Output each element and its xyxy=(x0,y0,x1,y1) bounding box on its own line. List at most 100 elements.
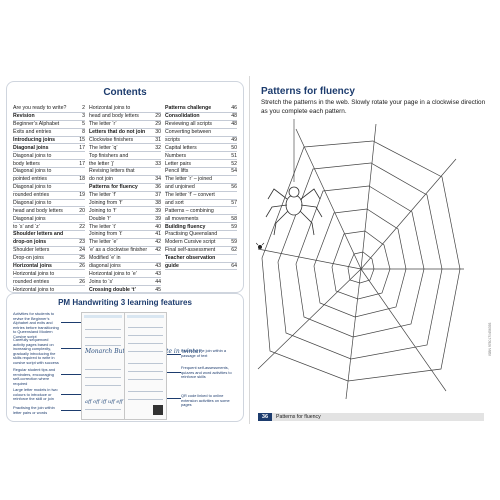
toc-entry-page: 15 xyxy=(79,136,85,143)
toc-entry-label: guide xyxy=(165,262,179,269)
toc-entry-page xyxy=(235,231,237,237)
toc-entry-label: Patterns for fluency xyxy=(89,184,138,191)
toc-entry-page xyxy=(235,176,237,182)
toc-entry-page: 48 xyxy=(231,113,237,120)
toc-entry-label: Are you ready to write? xyxy=(13,105,67,112)
toc-entry-label: Double ‘f’ xyxy=(89,215,111,222)
toc-entry-label: The letter ‘q’ xyxy=(89,144,118,151)
web-ring xyxy=(261,140,461,382)
toc-entry-page: 45 xyxy=(155,286,161,293)
writing-line xyxy=(128,351,163,352)
toc-entry: The letter ‘t’40 xyxy=(89,223,161,231)
toc-entry-page: 46 xyxy=(231,105,237,112)
toc-entry-page: 5 xyxy=(82,121,85,128)
toc-entry-page xyxy=(83,216,85,222)
writing-line xyxy=(85,385,121,386)
toc-entry: Revising letters that xyxy=(89,168,161,176)
toc-entry-label: scripts xyxy=(165,136,180,143)
web-radial xyxy=(360,268,447,392)
toc-entry-label: Converting between xyxy=(165,129,212,136)
toc-entry-label: Pencil lifts xyxy=(165,168,189,175)
toc-entry-page xyxy=(159,105,161,111)
toc-entry-page xyxy=(83,287,85,293)
toc-entry-label: The letter ‘e’ xyxy=(89,239,118,246)
learning-features-title: PM Handwriting 3 learning features xyxy=(58,298,192,307)
toc-entry: The letter ‘r’ – joined xyxy=(165,176,237,184)
toc-entry-label: the letter ‘j’ xyxy=(89,160,115,167)
writing-line xyxy=(85,329,121,330)
page-footer: 36 Patterns for fluency xyxy=(258,413,484,421)
toc-entry-label: to ‘s’ and ‘z’ xyxy=(13,223,40,230)
toc-entry-page: 62 xyxy=(231,247,237,254)
toc-entry-page: 64 xyxy=(231,262,237,269)
sample-page-header xyxy=(127,315,164,318)
toc-entry-label: drop-on joins xyxy=(13,239,47,246)
toc-entry-page: 39 xyxy=(155,207,161,214)
toc-entry: Teacher observation xyxy=(165,255,237,263)
toc-entry-page: 42 xyxy=(155,247,161,254)
toc-entry-page: 30 xyxy=(155,129,161,136)
callout-line xyxy=(165,372,181,373)
toc-entry-label: Letter pairs xyxy=(165,160,191,167)
toc-entry-label: Joining from ‘f’ xyxy=(89,199,123,206)
toc-entry-page: 19 xyxy=(79,192,85,199)
toc-entry-label: Shoulder letters and xyxy=(13,231,64,238)
toc-entry-label: The letter ‘f’ – convert xyxy=(165,192,215,199)
toc-entry-label: Horizontal joins to xyxy=(13,270,55,277)
toc-entry-label: all movements xyxy=(165,215,199,222)
toc-entry-label: The letter ‘t’ xyxy=(89,223,117,230)
toc-entry: Diagonal joins to xyxy=(13,152,85,161)
toc-entry-page: 18 xyxy=(79,176,85,183)
toc-entry-label: ‘e’ as a clockwise finisher xyxy=(89,247,148,254)
feature-note-qr: QR code linked to online extension activ… xyxy=(181,393,230,407)
callout-line xyxy=(61,374,81,375)
writing-line xyxy=(128,391,163,392)
sample-page-right xyxy=(124,312,167,420)
toc-entry: Joining to ‘f’ 39 xyxy=(89,207,161,216)
toc-entry: Joins to ‘s’44 xyxy=(89,278,161,287)
toc-entry-label: Joining to ‘f’ xyxy=(89,207,117,214)
web-ring xyxy=(277,162,443,360)
toc-entry-page: 59 xyxy=(231,239,237,246)
toc-entry-label: Diagonal joins to xyxy=(13,184,52,191)
toc-entry-page: 33 xyxy=(155,160,161,167)
toc-entry: Modified ‘e’ in xyxy=(89,255,161,263)
toc-entry-label: The letter ‘r’ xyxy=(89,121,117,128)
toc-entry-label: Horizontal joins to xyxy=(13,286,55,293)
toc-entry-label: Capital letters xyxy=(165,144,197,151)
writing-line xyxy=(85,369,121,370)
writing-line xyxy=(85,409,121,410)
page-instruction: Stretch the patterns in the web. Slowly … xyxy=(261,99,486,115)
toc-entry-page: 43 xyxy=(155,262,161,269)
toc-entry: Patterns – combining xyxy=(165,207,237,216)
toc-entry: Joining from ‘t’41 xyxy=(89,231,161,239)
toc-entry-label: head and body letters xyxy=(89,113,139,120)
toc-entry-page xyxy=(83,271,85,277)
feature-note-revise: Activities for students to revise the Be… xyxy=(13,311,59,339)
toc-entry-label: Patterns – combining xyxy=(165,207,214,214)
toc-entry-label: Beginner’s Alphabet xyxy=(13,121,60,128)
toc-entry-label: Final self-assessment xyxy=(165,247,216,254)
toc-entry-label: Teacher observation xyxy=(165,255,216,262)
toc-entry-page: 3 xyxy=(82,113,85,120)
toc-entry-page: 43 xyxy=(155,270,161,277)
toc-entry: Horizontal joins to xyxy=(89,105,161,113)
toc-entry: Top finishers and xyxy=(89,152,161,161)
isbn-text: ISBN 9780170456393 xyxy=(488,322,492,356)
